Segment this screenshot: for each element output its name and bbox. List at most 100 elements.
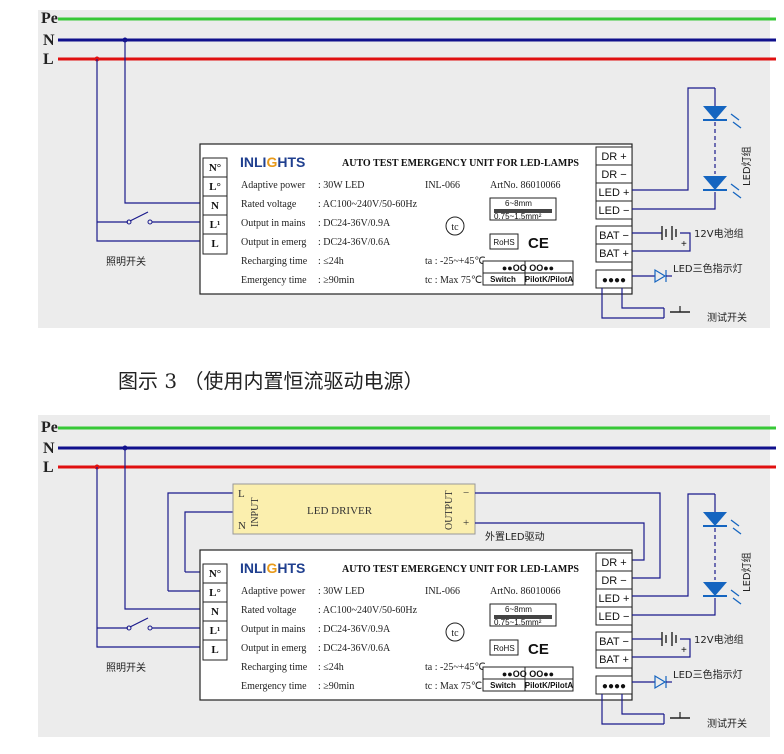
spec-key: Rated voltage	[241, 199, 297, 210]
wire-test-b	[621, 288, 664, 309]
spec-key: Emergency time	[241, 275, 307, 286]
driver-l: L	[238, 488, 245, 500]
battery-label: 12V电池组	[694, 633, 744, 646]
wire-led-plus	[632, 493, 715, 597]
spec-value: : ≤24h	[318, 256, 344, 267]
diagram-2: Pe N L 照明开关 L N INPUT LED DRIVER OUTPUT …	[38, 415, 776, 737]
ta-rating: ta : -25~+45℃	[425, 662, 486, 673]
spec-key: Adaptive power	[241, 586, 306, 597]
spec-value: : DC24-36V/0.9A	[318, 218, 391, 229]
term-dr-minus: DR −	[601, 169, 626, 181]
left-terminals-1: N° L° N L¹ L	[202, 157, 228, 255]
model: INL-066	[425, 180, 460, 191]
led-lamp-label: LED灯组	[740, 146, 753, 186]
spec-value: : ≥90min	[318, 681, 354, 692]
right-terminals-2: DR + DR − LED + LED − BAT − BAT + ●●●●	[595, 552, 633, 695]
indicator-label: LED三色指示灯	[673, 262, 743, 275]
term-led-plus: LED +	[599, 593, 630, 605]
pe-label: Pe	[41, 10, 58, 27]
driver-plus: +	[463, 517, 469, 529]
art-number: ArtNo. 86010066	[490, 586, 561, 597]
svg-text:+: +	[681, 239, 687, 250]
strip-length: 6~8mm	[505, 199, 532, 208]
term-bat-plus: BAT +	[599, 248, 629, 260]
spec-value: : DC24-36V/0.9A	[318, 624, 391, 635]
l-label: L	[43, 459, 54, 476]
tc-rating: tc : Max 75℃	[425, 275, 482, 286]
wire-bat-plus	[632, 232, 691, 252]
term-dr-minus: DR −	[601, 575, 626, 587]
spec-value: : AC100~240V/50-60Hz	[318, 605, 418, 616]
term-l: L	[211, 644, 218, 656]
svg-text:+: +	[681, 645, 687, 656]
spec-value: : ≥90min	[318, 275, 354, 286]
ce-mark: CE	[528, 235, 549, 252]
wire-led-plus	[632, 87, 715, 191]
wire-n	[124, 40, 200, 204]
indicator-led-icon	[654, 674, 667, 690]
left-terminals-2: N° L° N L¹ L	[202, 563, 228, 661]
wire-test-a	[601, 288, 664, 319]
lighting-switch-label: 照明开关	[106, 255, 146, 268]
pilot-dots: ●●OO OO●●	[502, 669, 554, 679]
wire-l	[96, 59, 200, 242]
lighting-switch[interactable]	[129, 617, 149, 628]
tc-mark-text: tc	[451, 628, 459, 639]
wire-n	[124, 448, 200, 610]
spec-key: Output in emerg	[241, 643, 306, 654]
switch-label: Switch	[490, 681, 516, 690]
driver-output: OUTPUT	[444, 491, 455, 530]
spec-value: : 30W LED	[318, 586, 364, 597]
brand: INLIGHTS	[240, 154, 305, 170]
spec-key: Recharging time	[241, 662, 308, 673]
switch-contact	[126, 219, 132, 225]
external-driver-label: 外置LED驱动	[485, 531, 545, 543]
spec-value: : 30W LED	[318, 180, 364, 191]
term-l: L	[211, 238, 218, 250]
led-icon	[703, 176, 727, 190]
wire-driver-n	[167, 492, 233, 591]
battery-icon	[661, 226, 677, 240]
term-led-plus: LED +	[599, 187, 630, 199]
battery-icon	[661, 632, 677, 646]
led-driver	[232, 483, 476, 535]
test-switch-label: 测试开关	[707, 717, 747, 730]
pilot-label: PilotK/PilotA	[525, 681, 574, 690]
tc-mark	[445, 216, 465, 236]
term-l0: L°	[209, 181, 221, 193]
pilot-label: PilotK/PilotA	[525, 275, 574, 284]
indicator-led-icon	[654, 268, 667, 284]
term-dr-plus: DR +	[601, 557, 626, 569]
term-l1: L¹	[210, 625, 221, 637]
driver-input: INPUT	[250, 498, 261, 527]
term-n0: N°	[209, 568, 221, 580]
wire-led-minus	[632, 192, 716, 210]
indicator-dots: ●●●●	[602, 275, 626, 286]
lighting-switch[interactable]	[129, 211, 149, 222]
lighting-switch-label: 照明开关	[106, 661, 146, 674]
battery-label: 12V电池组	[694, 227, 744, 240]
term-bat-minus: BAT −	[599, 230, 629, 242]
pilot-dots: ●●OO OO●●	[502, 263, 554, 273]
test-switch-label: 测试开关	[707, 311, 747, 324]
tc-mark	[445, 622, 465, 642]
spec-key: Output in emerg	[241, 237, 306, 248]
term-dr-plus: DR +	[601, 151, 626, 163]
spec-value: : DC24-36V/0.6A	[318, 237, 391, 248]
tc-rating: tc : Max 75℃	[425, 681, 482, 692]
driver-minus: −	[463, 487, 469, 499]
right-terminals-1: DR + DR − LED + LED − BAT − BAT + ●●●●	[595, 146, 633, 289]
driver-title: LED DRIVER	[307, 505, 373, 517]
svg-text:●●●●: ●●●●	[602, 681, 626, 692]
wire-dr-plus	[475, 522, 645, 561]
term-n: N	[211, 606, 219, 618]
diagram-1: Pe N L 照明开关 N° L° N L¹ L INLIGHT	[38, 10, 776, 328]
figure-caption: 图示 3 （使用内置恒流驱动电源）	[118, 369, 423, 393]
led-icon	[703, 512, 727, 526]
spec-value: : ≤24h	[318, 662, 344, 673]
term-n0: N°	[209, 162, 221, 174]
spec-value: : DC24-36V/0.6A	[318, 643, 391, 654]
left-terminal-block	[202, 157, 228, 255]
led-icon	[703, 582, 727, 596]
